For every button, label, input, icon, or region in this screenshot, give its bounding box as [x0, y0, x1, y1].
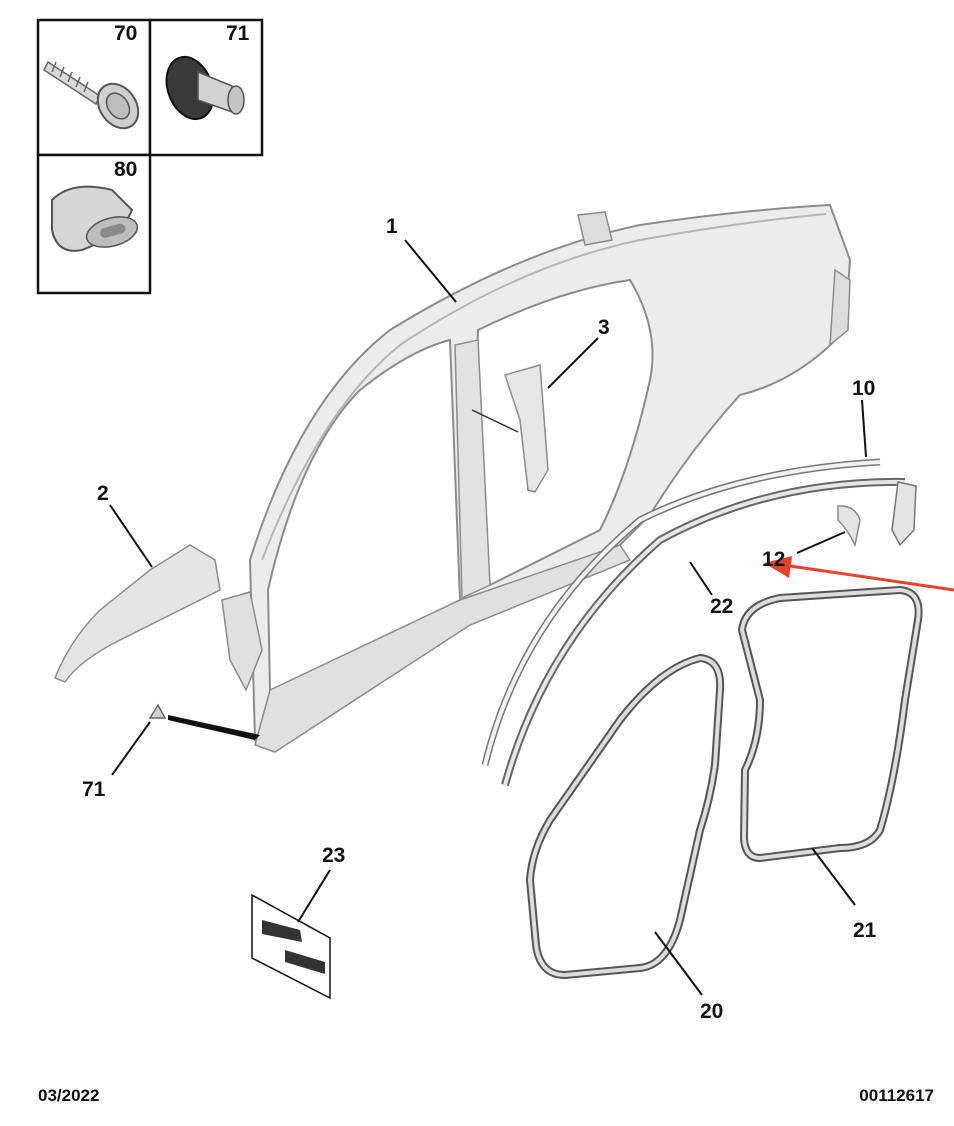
- part-10-outer-strip[interactable]: [481, 458, 881, 766]
- part-23-label-card[interactable]: [251, 893, 331, 1000]
- callout-21: 21: [853, 919, 877, 942]
- callout-12: 12: [762, 548, 785, 571]
- part-3-pillar-trim[interactable]: [471, 364, 549, 493]
- hardware-number-71: 71: [226, 22, 250, 45]
- callout-3: 3: [598, 316, 610, 339]
- hardware-box-80[interactable]: 80: [36, 153, 152, 295]
- hardware-number-80: 80: [114, 158, 137, 181]
- callout-10: 10: [852, 377, 875, 400]
- part-71-clip[interactable]: [148, 703, 260, 740]
- nut-insert-icon: [165, 56, 245, 120]
- screw-icon: [43, 60, 140, 130]
- callout-1: 1: [386, 215, 398, 238]
- clip-icon: [51, 185, 139, 252]
- red-arrow-indicator: [764, 556, 954, 592]
- callout-22: 22: [710, 595, 733, 618]
- part-20-front-seal[interactable]: [526, 654, 725, 979]
- footer-date: 03/2022: [38, 1086, 100, 1105]
- part-22-roof-seal[interactable]: [501, 477, 917, 787]
- part-1-body-side[interactable]: [248, 203, 852, 753]
- part-12-small-trim[interactable]: [837, 505, 861, 548]
- leader-lines: [109, 239, 867, 996]
- callout-71: 71: [82, 778, 106, 801]
- hardware-number-70: 70: [114, 22, 137, 45]
- part-2-front-bracket[interactable]: [54, 544, 263, 692]
- callout-20: 20: [700, 1000, 723, 1023]
- hardware-box-70[interactable]: 70: [36, 18, 152, 157]
- callout-23: 23: [322, 844, 345, 867]
- part-21-rear-seal[interactable]: [738, 586, 923, 862]
- footer-reference: 00112617: [859, 1086, 934, 1105]
- callout-2: 2: [97, 482, 109, 505]
- hardware-box-71[interactable]: 71: [148, 18, 264, 157]
